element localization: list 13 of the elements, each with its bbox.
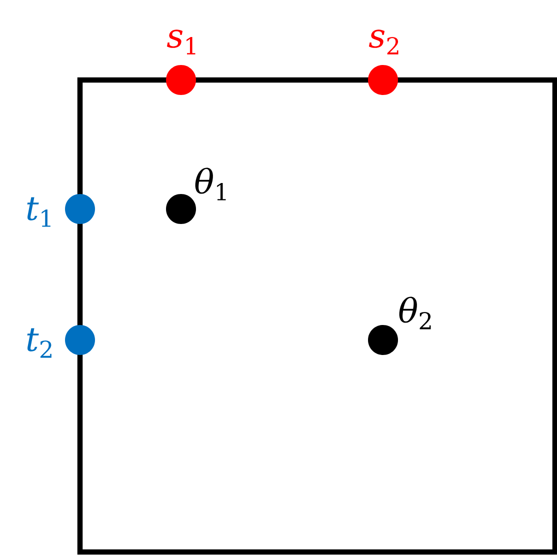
square-frame <box>77 77 557 555</box>
dot <box>65 194 95 224</box>
dot <box>166 65 196 95</box>
point-label: θ$_{1}$ <box>195 168 226 200</box>
point-label: t$_{2}$ <box>27 328 52 358</box>
point-label: s$_{2}$ <box>368 30 398 54</box>
dot <box>166 194 196 224</box>
dot <box>368 65 398 95</box>
point-label: s$_{1}$ <box>166 30 196 54</box>
dot <box>368 325 398 355</box>
point-label: θ$_{2}$ <box>399 296 431 330</box>
point-label: t$_{1}$ <box>27 197 50 227</box>
dot <box>65 325 95 355</box>
